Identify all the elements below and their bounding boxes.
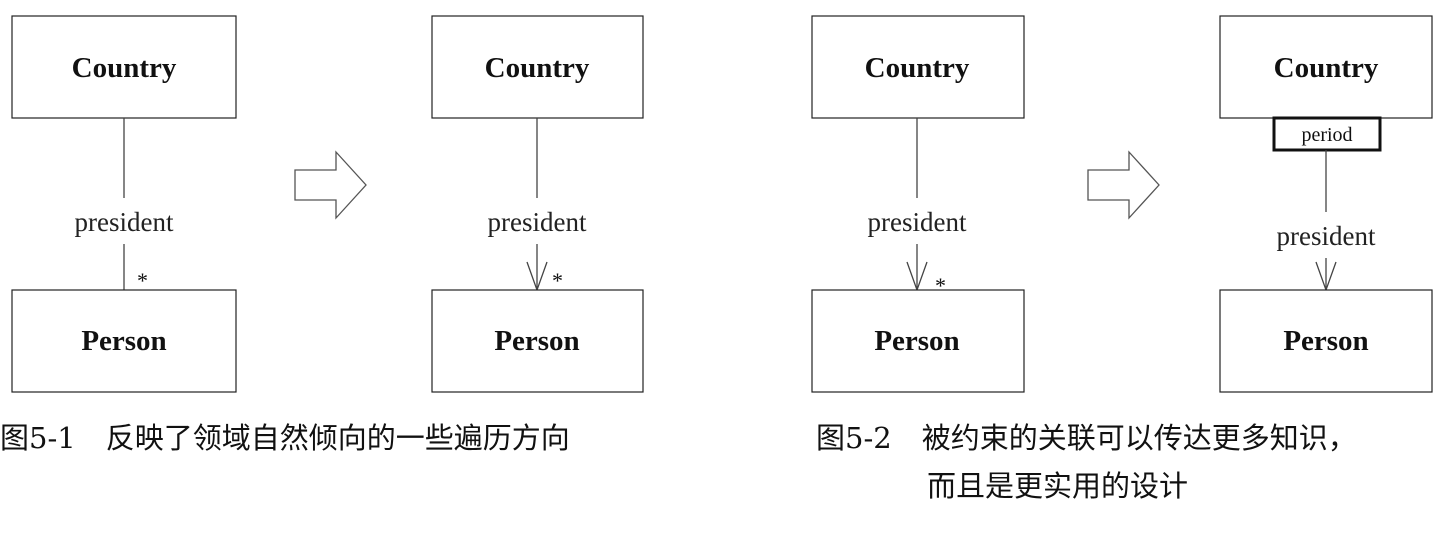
fig1-caption-number: 图5-1 — [0, 421, 76, 455]
fig2-before-person-box — [811, 289, 1025, 393]
fig1-after-role-label: president — [488, 207, 587, 237]
fig2-caption-number: 图5-2 — [816, 421, 892, 455]
fig1-after-country-label: Country — [485, 52, 590, 84]
fig2-before-person-label: Person — [874, 325, 959, 357]
fig2-after-country-label: Country — [1274, 52, 1379, 84]
fig1-before-diagram: Country president * Person — [11, 15, 237, 393]
fig2-caption-text-line1: 被约束的关联可以传达更多知识， — [921, 421, 1357, 455]
fig1-before-country-label: Country — [72, 52, 177, 84]
fig1-caption-text: 反映了领域自然倾向的一些遍历方向 — [105, 421, 570, 455]
fig1-transform-arrow-icon — [294, 150, 367, 220]
fig2-before-multiplicity: * — [935, 273, 946, 298]
fig1-after-person-label: Person — [494, 325, 579, 357]
fig2-before-country-box — [811, 15, 1025, 119]
fig1-before-country-box — [11, 15, 237, 119]
fig2-before-diagram: Country president * Person — [811, 15, 1025, 393]
fig2-after-diagram: Country period president Person — [1219, 15, 1433, 393]
fig2-caption: 图5-2 被约束的关联可以传达更多知识， 而且是更实用的设计 — [816, 414, 1357, 510]
fig1-before-role-label: president — [75, 207, 174, 237]
fig1-before-multiplicity: * — [137, 268, 148, 293]
fig1-before-person-label: Person — [81, 325, 166, 357]
fig2-transform-arrow-icon — [1087, 150, 1160, 220]
fig1-after-person-box — [431, 289, 644, 393]
fig2-after-qualifier-box — [1272, 116, 1382, 152]
fig2-after-role-label: president — [1277, 221, 1376, 251]
fig2-after-person-box — [1219, 289, 1433, 393]
fig1-after-diagram: Country president * Person — [431, 15, 644, 393]
fig2-caption-text-line2: 而且是更实用的设计 — [927, 469, 1189, 503]
fig1-caption: 图5-1 反映了领域自然倾向的一些遍历方向 — [0, 414, 570, 462]
fig2-after-person-label: Person — [1283, 325, 1368, 357]
fig1-before-person-box — [11, 289, 237, 393]
fig2-after-qualifier-label: period — [1301, 124, 1352, 146]
fig2-before-country-label: Country — [865, 52, 970, 84]
fig2-before-role-label: president — [868, 207, 967, 237]
fig1-after-multiplicity: * — [552, 268, 563, 293]
